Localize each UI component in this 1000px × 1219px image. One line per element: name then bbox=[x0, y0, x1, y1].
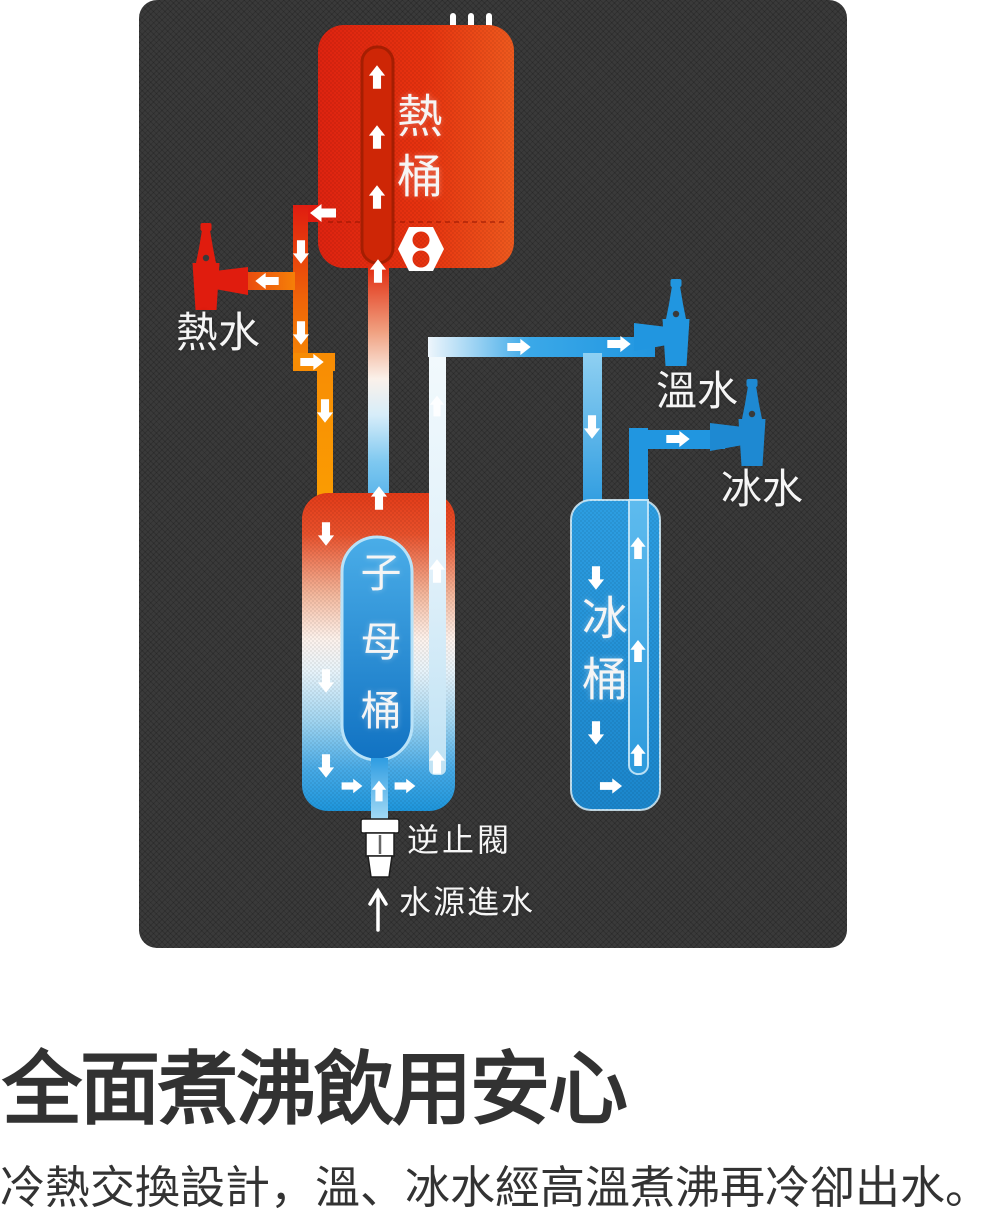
cold-pipes bbox=[428, 337, 725, 775]
hot-tank-label: 熱桶 bbox=[391, 92, 443, 212]
caption-title: 全面煮沸飲用安心 bbox=[2, 1045, 628, 1134]
caption-description: 冷熱交換設計，溫、冰水經高溫煮沸再冷卻出水。 bbox=[0, 1162, 991, 1213]
water-flow-diagram bbox=[192, 13, 766, 932]
center-pipe bbox=[368, 262, 389, 540]
check-valve-label: 逆止閥 bbox=[407, 822, 513, 858]
ice-tank-inner-tube bbox=[627, 499, 649, 776]
heating-element-icon bbox=[398, 227, 444, 271]
ice-tank-label: 冰桶 bbox=[576, 594, 628, 716]
water-inlet-arrow-icon bbox=[368, 887, 388, 932]
mother-child-tank-label: 子母桶 bbox=[354, 551, 400, 758]
diagram-panel bbox=[139, 0, 847, 948]
check-valve-icon bbox=[360, 818, 400, 878]
water-inlet-label: 水源進水 bbox=[399, 884, 536, 920]
warm-water-label: 溫水 bbox=[656, 368, 738, 414]
ice-water-label: 冰水 bbox=[721, 466, 803, 512]
hot-faucet-icon bbox=[192, 223, 248, 310]
hot-water-label: 熱水 bbox=[176, 309, 261, 356]
